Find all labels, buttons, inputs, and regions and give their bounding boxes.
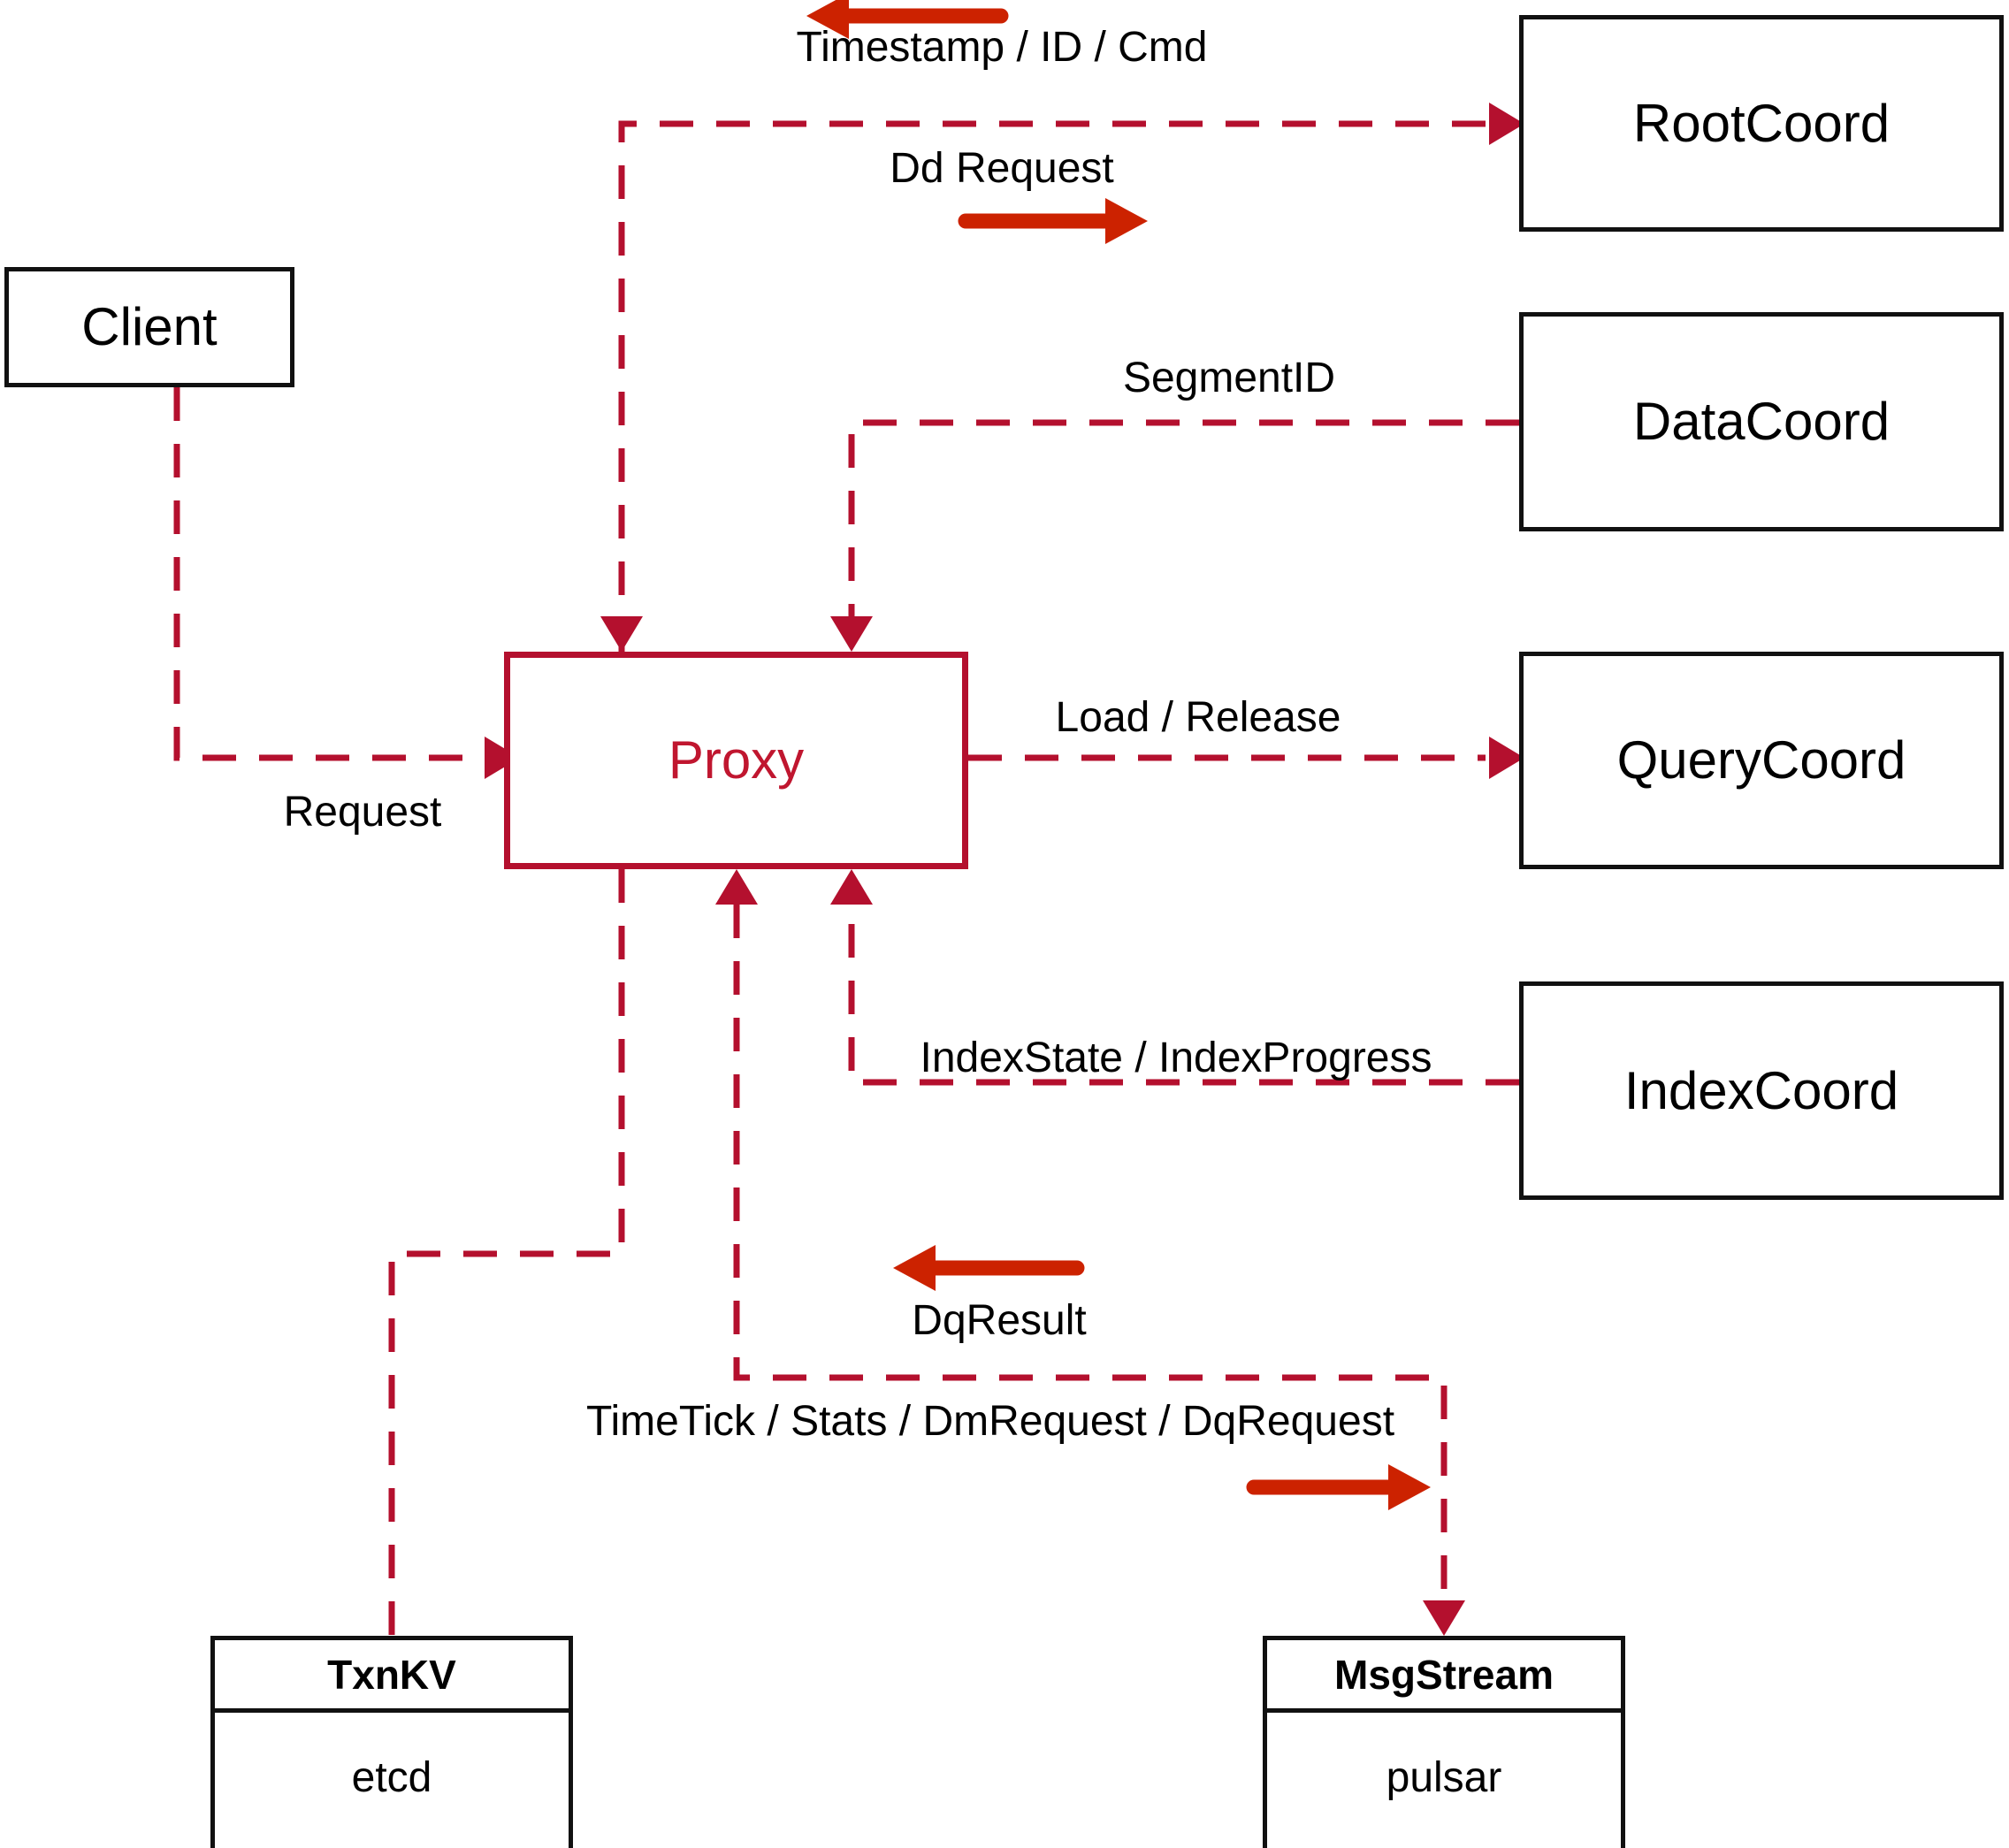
- edge-label-dq-result: DqResult: [912, 1297, 1087, 1344]
- connector-indexcoord-to-proxy: [830, 869, 1519, 1086]
- connector-rootcoord: [600, 103, 1524, 652]
- edge-label-load-release: Load / Release: [1055, 694, 1341, 741]
- node-querycoord[interactable]: QueryCoord: [1519, 652, 2004, 869]
- node-client-label: Client: [81, 297, 218, 356]
- node-msgstream-body-label: pulsar: [1386, 1754, 1502, 1801]
- node-querycoord-label: QueryCoord: [1616, 730, 1906, 790]
- node-proxy-label: Proxy: [668, 730, 805, 790]
- edge-label-index-state-progress: IndexState / IndexProgress: [920, 1035, 1432, 1081]
- connector-datacoord-to-proxy: [830, 419, 1519, 652]
- node-datacoord-label: DataCoord: [1632, 392, 1891, 451]
- node-indexcoord-label: IndexCoord: [1623, 1060, 1899, 1120]
- connector-proxy-to-msgstream: [715, 869, 1465, 1636]
- edge-label-dd-request: Dd Request: [890, 145, 1114, 192]
- node-client[interactable]: Client: [4, 267, 294, 387]
- node-txnkv-body: etcd: [215, 1713, 569, 1848]
- node-txnkv[interactable]: TxnKV etcd: [210, 1636, 573, 1848]
- node-rootcoord[interactable]: RootCoord: [1519, 15, 2004, 232]
- node-msgstream-header-label: MsgStream: [1334, 1651, 1554, 1698]
- node-msgstream[interactable]: MsgStream pulsar: [1263, 1636, 1625, 1848]
- node-msgstream-body: pulsar: [1267, 1713, 1621, 1848]
- node-msgstream-header: MsgStream: [1267, 1640, 1621, 1713]
- edge-label-timetick-stats-dm-dq: TimeTick / Stats / DmRequest / DqRequest: [585, 1398, 1395, 1445]
- node-txnkv-header-label: TxnKV: [327, 1651, 456, 1698]
- node-datacoord[interactable]: DataCoord: [1519, 312, 2004, 531]
- node-proxy[interactable]: Proxy: [504, 652, 968, 869]
- direction-arrow-dqresult-left: [893, 1245, 1085, 1291]
- connector-proxy-to-txnkv: [388, 869, 625, 1636]
- edge-label-segment-id: SegmentID: [1122, 355, 1336, 401]
- connector-client-to-proxy: [173, 387, 520, 779]
- node-indexcoord[interactable]: IndexCoord: [1519, 981, 2004, 1200]
- direction-arrow-timestamp-left: [806, 0, 1009, 39]
- node-rootcoord-label: RootCoord: [1632, 93, 1891, 153]
- direction-arrow-ddrequest-right: [958, 198, 1148, 244]
- edge-label-request: Request: [283, 789, 442, 836]
- node-txnkv-header: TxnKV: [215, 1640, 569, 1713]
- edge-label-timestamp-id-cmd: Timestamp / ID / Cmd: [796, 24, 1208, 71]
- connector-proxy-to-querycoord: [968, 737, 1524, 779]
- direction-arrow-timetick-right: [1246, 1464, 1431, 1510]
- node-txnkv-body-label: etcd: [351, 1754, 432, 1801]
